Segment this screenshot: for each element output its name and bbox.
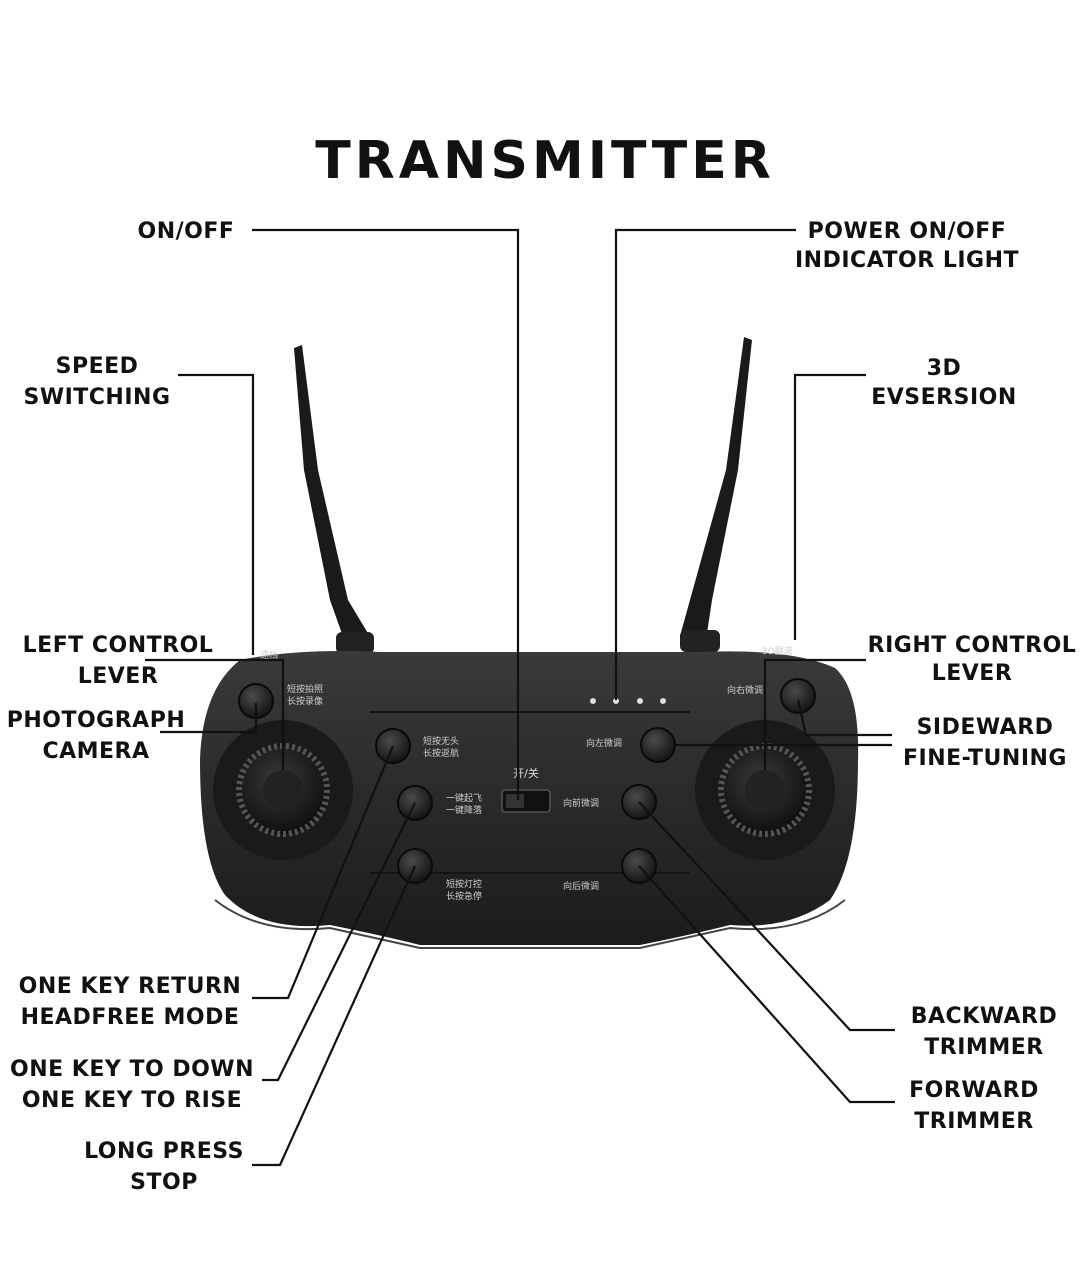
left-control-stick[interactable] xyxy=(213,720,353,860)
backward-trim-text: 向后微调 xyxy=(563,880,599,892)
label-power-2: INDICATOR LIGHT xyxy=(795,248,1019,273)
right-trim-text: 向右微调 xyxy=(727,684,763,696)
light-text-1: 短按灯控 xyxy=(446,878,482,890)
label-photo-2: CAMERA xyxy=(42,739,149,764)
label-down-2: ONE KEY TO RISE xyxy=(22,1088,242,1113)
label-right-lever-1: RIGHT CONTROL xyxy=(868,633,1077,658)
photo-text-1: 短按拍照 xyxy=(287,683,323,695)
label-speed-2: SWITCHING xyxy=(23,385,170,410)
label-sideward-1: SIDEWARD xyxy=(917,715,1054,740)
headfree-text-1: 短按无头 xyxy=(423,735,459,747)
right-antenna xyxy=(680,337,752,652)
3d-eversion-button[interactable] xyxy=(780,678,816,714)
power-switch-knob[interactable] xyxy=(506,794,524,808)
leader-lines xyxy=(145,228,895,1167)
rise-text-2: 一键降落 xyxy=(446,804,482,816)
label-long-press-2: STOP xyxy=(130,1170,198,1195)
label-backward-2: TRIMMER xyxy=(924,1035,1043,1060)
left-antenna xyxy=(294,345,374,654)
label-right-lever-2: LEVER xyxy=(932,661,1013,686)
page-title: TRANSMITTER xyxy=(315,131,775,191)
label-on-off: ON/OFF xyxy=(138,219,235,244)
label-left-lever-1: LEFT CONTROL xyxy=(23,633,214,658)
rise-text-1: 一键起飞 xyxy=(446,792,482,804)
label-return-2: HEADFREE MODE xyxy=(21,1005,240,1030)
label-power-1: POWER ON/OFF xyxy=(808,219,1007,244)
label-return-1: ONE KEY RETURN xyxy=(19,974,242,999)
label-photo-1: PHOTOGRAPH xyxy=(7,708,186,733)
right-control-stick[interactable] xyxy=(695,720,835,860)
label-backward-1: BACKWARD xyxy=(911,1004,1058,1029)
label-forward-2: TRIMMER xyxy=(914,1109,1033,1134)
speed-tag: 速档 xyxy=(260,649,278,661)
headfree-text-2: 长按返航 xyxy=(423,747,459,759)
label-3d-1: 3D xyxy=(927,356,962,381)
label-left-lever-2: LEVER xyxy=(78,664,159,689)
label-sideward-2: FINE-TUNING xyxy=(903,746,1067,771)
left-trim-text: 向左微调 xyxy=(586,737,622,749)
label-down-1: ONE KEY TO DOWN xyxy=(10,1057,254,1082)
label-forward-1: FORWARD xyxy=(909,1078,1039,1103)
label-long-press-1: LONG PRESS xyxy=(84,1139,244,1164)
3d-tag: 3D翻滚 xyxy=(762,645,793,657)
photo-text-2: 长按录像 xyxy=(287,695,323,707)
label-3d-2: EVSERSION xyxy=(871,385,1017,410)
label-speed-1: SPEED xyxy=(56,354,139,379)
indicator-lights xyxy=(590,698,666,704)
forward-trim-text: 向前微调 xyxy=(563,797,599,809)
switch-label: 开/关 xyxy=(513,766,539,780)
sideward-trim-button[interactable] xyxy=(640,727,676,763)
light-text-2: 长按急停 xyxy=(446,890,482,902)
